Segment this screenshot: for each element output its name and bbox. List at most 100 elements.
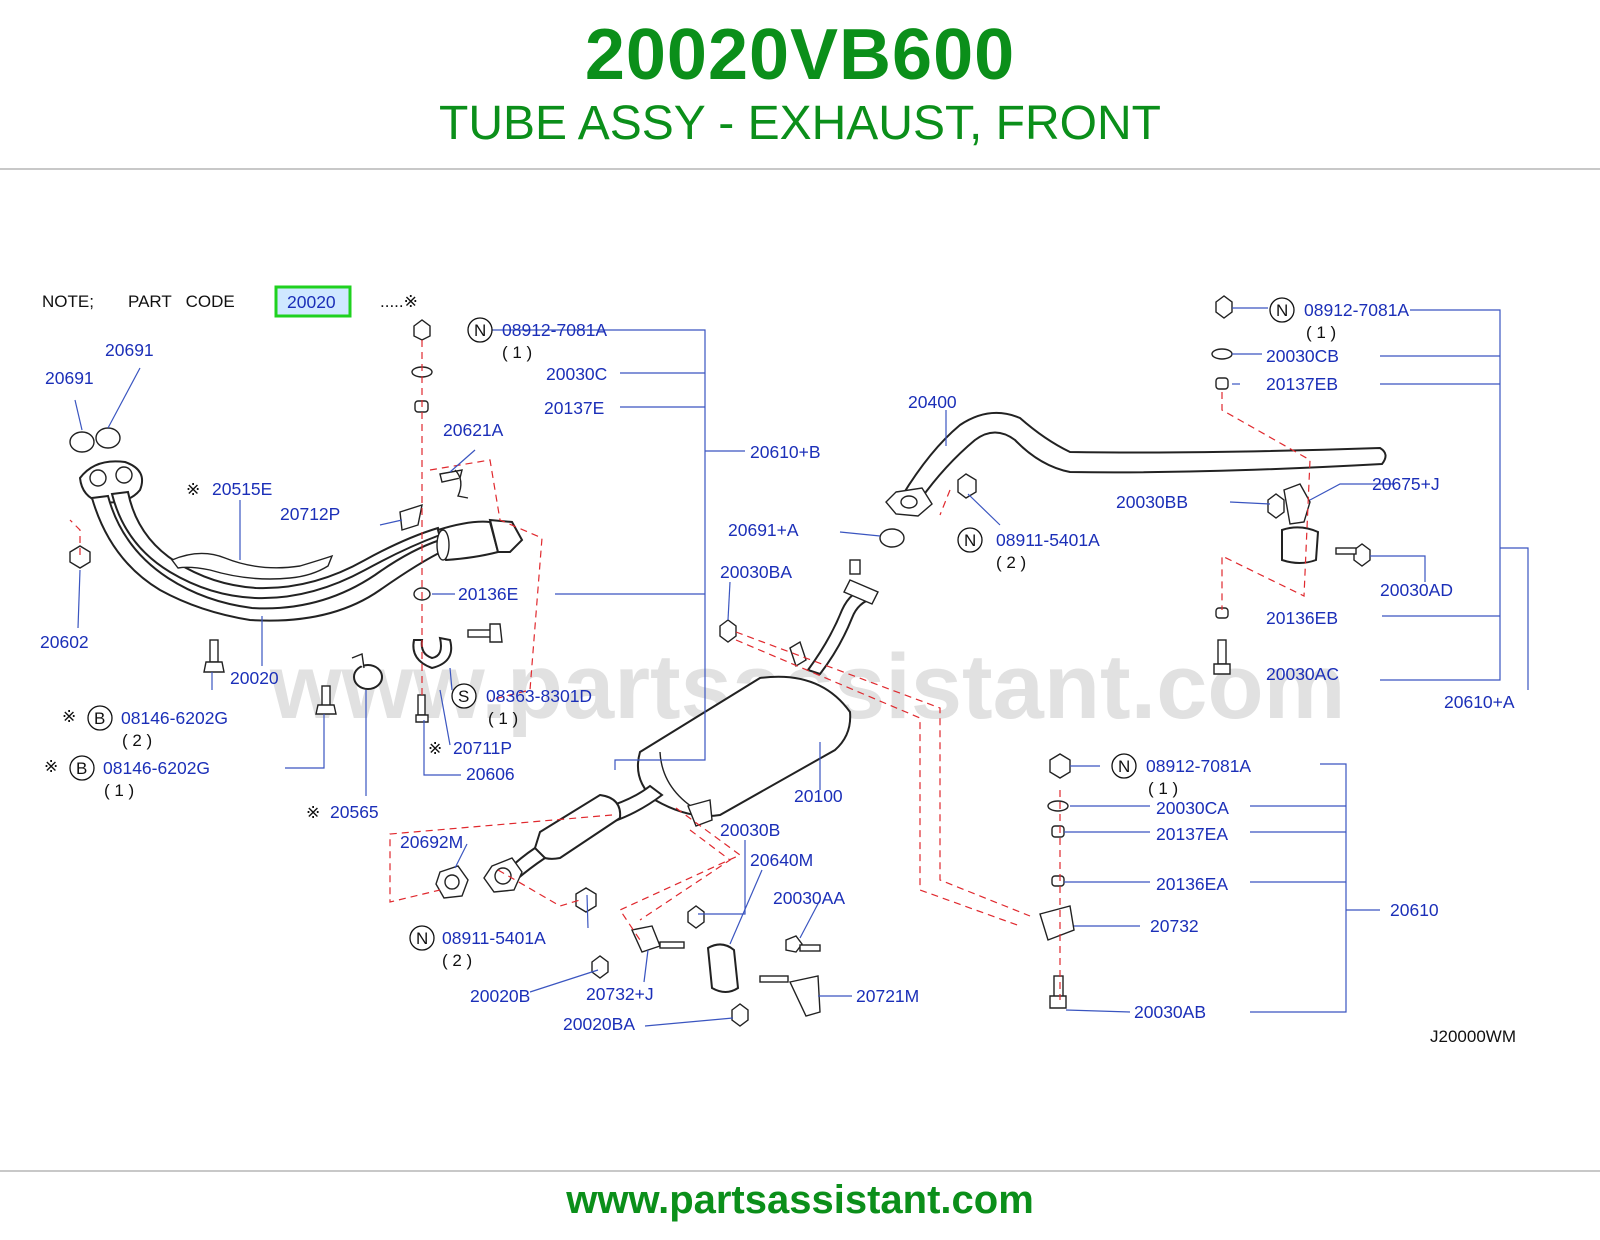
label-20610b[interactable]: 20610+B xyxy=(750,442,821,462)
front-tube-assembly xyxy=(69,427,524,723)
label-20515e[interactable]: 20515E xyxy=(212,479,272,499)
label-08363-8301d[interactable]: 08363-8301D xyxy=(486,686,592,706)
label-08912-7081a[interactable]: 08912-7081A xyxy=(1304,300,1409,320)
svg-text:※: ※ xyxy=(186,480,200,499)
label-08146-6202g[interactable]: 08146-6202G xyxy=(121,708,228,728)
svg-text:※: ※ xyxy=(62,707,76,726)
clamp-20565 xyxy=(353,664,383,690)
muffler-assembly xyxy=(435,559,879,1027)
front-tube xyxy=(90,494,447,622)
drawing-code: J20000WM xyxy=(1430,1027,1516,1046)
label-20030c[interactable]: 20030C xyxy=(546,364,607,384)
label-20137ea[interactable]: 20137EA xyxy=(1156,824,1228,844)
svg-text:( 2 ): ( 2 ) xyxy=(442,951,472,970)
leader-lines xyxy=(74,307,1529,1027)
label-08146-6202g[interactable]: 08146-6202G xyxy=(103,758,210,778)
label-20020b[interactable]: 20020B xyxy=(470,986,530,1006)
hanger-20606 xyxy=(412,636,453,670)
tail-pipe-assembly xyxy=(879,295,1387,1009)
bracket-20732 xyxy=(1039,905,1075,941)
label-08911-5401a[interactable]: 08911-5401A xyxy=(996,530,1100,550)
label-20136ea[interactable]: 20136EA xyxy=(1156,874,1228,894)
svg-text:( 2 ): ( 2 ) xyxy=(122,731,152,750)
label-08912-7081a[interactable]: 08912-7081A xyxy=(502,320,607,340)
front-flange xyxy=(78,460,144,504)
nut-20602 xyxy=(69,545,91,569)
label-20675j[interactable]: 20675+J xyxy=(1372,474,1440,494)
label-20732j[interactable]: 20732+J xyxy=(586,984,654,1004)
svg-text:N: N xyxy=(416,929,428,948)
note-suffix: .....※ xyxy=(380,292,418,311)
note-part-code-label: PART CODE xyxy=(128,292,235,311)
pre-muffler xyxy=(533,793,622,860)
svg-text:N: N xyxy=(1118,757,1130,776)
label-20030ca[interactable]: 20030CA xyxy=(1156,798,1229,818)
label-20602[interactable]: 20602 xyxy=(40,632,89,652)
label-20692m[interactable]: 20692M xyxy=(400,832,463,852)
gasket-20691-left xyxy=(69,431,95,453)
label-20721m[interactable]: 20721M xyxy=(856,986,919,1006)
label-20030b[interactable]: 20030B xyxy=(720,820,780,840)
label-20030ac[interactable]: 20030AC xyxy=(1266,664,1339,684)
label-20030ad[interactable]: 20030AD xyxy=(1380,580,1453,600)
header-divider xyxy=(0,168,1600,170)
svg-text:( 2 ): ( 2 ) xyxy=(996,553,1026,572)
label-20691[interactable]: 20691 xyxy=(105,340,154,360)
label-20137e[interactable]: 20137E xyxy=(544,398,604,418)
label-20711p[interactable]: 20711P xyxy=(453,738,512,758)
label-20030aa[interactable]: 20030AA xyxy=(773,888,845,908)
label-20030ab[interactable]: 20030AB xyxy=(1134,1002,1206,1022)
gasket-20691-a xyxy=(879,528,905,548)
part-description: TUBE ASSY - EXHAUST, FRONT xyxy=(439,97,1161,150)
label-20610[interactable]: 20610 xyxy=(1390,900,1439,920)
svg-text:N: N xyxy=(474,321,486,340)
label-20606[interactable]: 20606 xyxy=(466,764,515,784)
footer-divider xyxy=(0,1170,1600,1172)
svg-text:S: S xyxy=(458,687,469,706)
svg-text:B: B xyxy=(94,709,105,728)
label-08912-7081a[interactable]: 08912-7081A xyxy=(1146,756,1251,776)
svg-text:( 1 ): ( 1 ) xyxy=(502,343,532,362)
svg-text:( 1 ): ( 1 ) xyxy=(104,781,134,800)
label-20030cb[interactable]: 20030CB xyxy=(1266,346,1339,366)
svg-text:※: ※ xyxy=(428,739,442,758)
label-20137eb[interactable]: 20137EB xyxy=(1266,374,1338,394)
svg-text:( 1 ): ( 1 ) xyxy=(1306,323,1336,342)
rubber-mount-20640m xyxy=(706,943,740,993)
gasket-20691-right xyxy=(95,427,121,449)
label-20030ba[interactable]: 20030BA xyxy=(720,562,792,582)
label-08911-5401a[interactable]: 08911-5401A xyxy=(442,928,546,948)
label-20136e[interactable]: 20136E xyxy=(458,584,518,604)
label-20136eb[interactable]: 20136EB xyxy=(1266,608,1338,628)
label-20610a[interactable]: 20610+A xyxy=(1444,692,1515,712)
label-20621a[interactable]: 20621A xyxy=(443,420,504,440)
note-code-highlight[interactable] xyxy=(274,285,352,318)
label-20565[interactable]: 20565 xyxy=(330,802,379,822)
note-prefix: NOTE; xyxy=(42,292,94,311)
heat-shield xyxy=(170,552,334,580)
note-code[interactable]: 20020 xyxy=(287,292,336,312)
svg-text:※: ※ xyxy=(44,757,58,776)
alignment-lines xyxy=(69,340,1311,1000)
label-20400[interactable]: 20400 xyxy=(908,392,957,412)
label-20030bb[interactable]: 20030BB xyxy=(1116,492,1188,512)
symbols: N N N N N B B S ※ ※ ※ ※ ※ xyxy=(44,297,1295,951)
label-20020[interactable]: 20020 xyxy=(230,668,279,688)
label-20640m[interactable]: 20640M xyxy=(750,850,813,870)
label-20020ba[interactable]: 20020BA xyxy=(563,1014,635,1034)
label-20100[interactable]: 20100 xyxy=(794,786,843,806)
footer-website-link[interactable]: www.partsassistant.com xyxy=(566,1178,1034,1222)
tail-pipe-20400 xyxy=(900,411,1387,502)
svg-text:( 1 ): ( 1 ) xyxy=(1148,779,1178,798)
bracket-20712p xyxy=(399,503,423,531)
label-20691[interactable]: 20691 xyxy=(45,368,94,388)
label-20732[interactable]: 20732 xyxy=(1150,916,1199,936)
svg-text:N: N xyxy=(964,531,976,550)
svg-text:( 1 ): ( 1 ) xyxy=(488,709,518,728)
part-number-title: 20020VB600 xyxy=(584,15,1016,95)
label-20712p[interactable]: 20712P xyxy=(280,504,340,524)
svg-text:N: N xyxy=(1276,301,1288,320)
hanger-20675j xyxy=(1281,526,1320,564)
page-header: 20020VB600 TUBE ASSY - EXHAUST, FRONT xyxy=(0,0,1600,170)
label-20691-a[interactable]: 20691+A xyxy=(728,520,799,540)
